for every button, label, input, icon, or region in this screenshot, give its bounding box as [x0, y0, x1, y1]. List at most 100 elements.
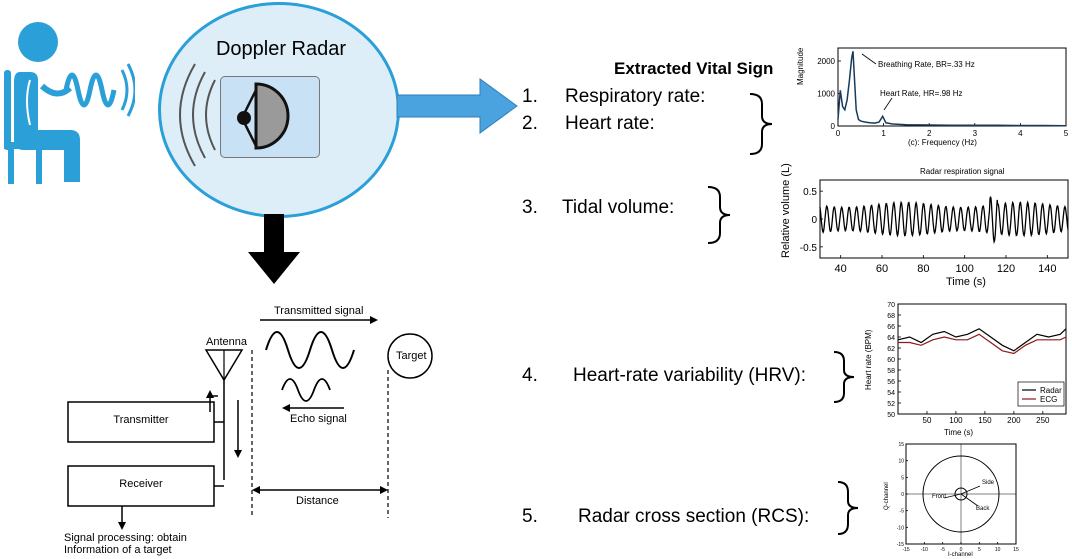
chart3-ytick-label: 70	[887, 302, 895, 309]
chart3-xtick-label: 150	[978, 416, 992, 425]
chart2-title: Radar respiration signal	[920, 167, 1005, 176]
chart3-hrv: 50 100 150 200 250 70 68 66 64 62 60 58 56 54 52 50	[887, 302, 1067, 425]
transmitter-label: Transmitter	[113, 414, 169, 426]
signal-processing-line-2: Information of a target	[64, 544, 172, 556]
chart2-xtick-label: 80	[917, 263, 929, 275]
chart1-annotation-br: Breathing Rate, BR=.33 Hz	[878, 60, 975, 69]
chart4-xtick-label: 15	[1013, 547, 1019, 553]
chart1-xlabel: (c): Frequency (Hz)	[908, 138, 977, 147]
chart3-xtick-label: 200	[1007, 416, 1021, 425]
chart2-xtick-label: 120	[997, 263, 1015, 275]
chart3-ytick-label: 54	[887, 390, 895, 397]
chart2-xlabel: Time (s)	[946, 276, 986, 288]
vital-1-number: 1.	[522, 86, 538, 107]
chart4-xtick-label: 5	[978, 547, 981, 553]
chart3-xtick-label: 100	[949, 416, 963, 425]
chart3-ytick-label: 52	[887, 401, 895, 408]
vital-4-label: Heart-rate variability (HRV):	[573, 365, 806, 386]
chart2-xtick-label: 40	[835, 263, 847, 275]
chart1-annotation-hr: Heart Rate, HR=.98 Hz	[880, 89, 963, 98]
chart2-ytick-label: -0.5	[800, 243, 818, 254]
signal-processing-label: Signal processing: obtain Information of…	[64, 532, 187, 556]
echo-signal-label: Echo signal	[290, 413, 347, 425]
distance-label: Distance	[296, 495, 339, 507]
brace-3	[833, 351, 855, 403]
chart2-respiration: 40 60 80 100 120 140 0.5 0 -0.5	[800, 179, 1069, 275]
chart2-series-line	[819, 196, 1069, 245]
chart1-ytick-label: 0	[831, 122, 836, 131]
vital-4-number: 4.	[522, 365, 538, 386]
chart3-legend-radar: Radar	[1040, 386, 1062, 395]
down-arrow	[248, 214, 300, 284]
radar-dish-icon	[237, 82, 290, 150]
chart2-xtick-label: 60	[876, 263, 888, 275]
transmitted-signal-label: Transmitted signal	[274, 305, 364, 317]
chart4-ytick-label: 0	[901, 492, 904, 498]
chart2-ytick-label: 0.5	[803, 187, 817, 198]
receiver-label: Receiver	[119, 478, 163, 490]
chart1-ytick-label: 1000	[817, 90, 835, 99]
radar-block-diagram	[67, 316, 433, 530]
chart4-side-ray	[960, 485, 981, 495]
chart2-xtick-label: 100	[955, 263, 973, 275]
chart4-ytick-label: 10	[898, 459, 904, 465]
chart4-xtick-label: -15	[902, 547, 909, 553]
chart4-xtick-label: -10	[921, 547, 928, 553]
chart2-xtick-label: 140	[1038, 263, 1056, 275]
chart4-annotation-side: Side	[982, 480, 995, 486]
chart1-xtick-label: 0	[836, 129, 841, 138]
antenna-label: Antenna	[206, 336, 247, 348]
vital-3-number: 3.	[522, 197, 538, 218]
chart3-ytick-label: 68	[887, 313, 895, 320]
chart1-xtick-label: 3	[973, 129, 978, 138]
chart1-xtick-label: 2	[927, 129, 932, 138]
chart3-ytick-label: 64	[887, 335, 895, 342]
vital-1-label: Respiratory rate:	[565, 86, 706, 107]
chart3-ytick-label: 60	[887, 357, 895, 364]
chart3-radar-line	[897, 328, 1067, 352]
vital-5-number: 5.	[522, 506, 538, 527]
brace-4	[837, 481, 859, 535]
chart3-ytick-label: 62	[887, 346, 895, 353]
chart3-ytick-label: 66	[887, 324, 895, 331]
chart3-xtick-label: 250	[1036, 416, 1050, 425]
vital-5-label: Radar cross section (RCS):	[578, 506, 810, 527]
chart4-inner-circle	[954, 487, 968, 501]
chart3-ytick-label: 58	[887, 368, 895, 375]
vitals-heading: Extracted Vital Sign	[614, 59, 774, 78]
chart1-xtick-label: 1	[881, 129, 886, 138]
chart4-front-ray	[943, 493, 962, 499]
target-label: Target	[396, 350, 427, 362]
vital-2-number: 2.	[522, 113, 538, 134]
chart3-ytick-label: 50	[887, 412, 895, 419]
chart3-legend-ecg: ECG	[1040, 395, 1058, 404]
chart4-annotation-back: Back	[976, 506, 990, 512]
chart4-ytick-label: 15	[898, 442, 904, 448]
person-sitting-icon	[4, 22, 135, 184]
chart3-xtick-label: 50	[923, 416, 932, 425]
chart4-xtick-label: -5	[940, 547, 945, 553]
chart3-legend	[1017, 381, 1065, 407]
chart3-ylabel: Heart rate (BPM)	[864, 329, 873, 390]
chart1-ytick-label: 2000	[817, 57, 835, 66]
vital-2-label: Heart rate:	[565, 113, 655, 134]
chart4-outer-circle	[922, 455, 1000, 533]
chart4-annotation-front: Front	[932, 494, 947, 500]
vital-3-label: Tidal volume:	[562, 197, 675, 218]
chart1-br-pointer	[861, 53, 877, 65]
chart4-xtick-label: 0	[960, 547, 963, 553]
brace-2	[707, 186, 731, 244]
chart4-ytick-label: -15	[897, 542, 904, 548]
radio-waves-icon	[179, 63, 216, 167]
chart4-ytick-label: 5	[901, 475, 904, 481]
output-arrow	[396, 78, 518, 134]
brace-1	[749, 93, 773, 155]
chart3-ytick-label: 56	[887, 379, 895, 386]
chart2-ytick-label: 0	[811, 215, 817, 226]
chart4-ylabel: Q-channel	[884, 482, 890, 510]
chart4-ytick-label: -10	[897, 525, 904, 531]
chart4-back-ray	[960, 493, 979, 507]
chart4-ytick-label: -5	[900, 509, 905, 515]
